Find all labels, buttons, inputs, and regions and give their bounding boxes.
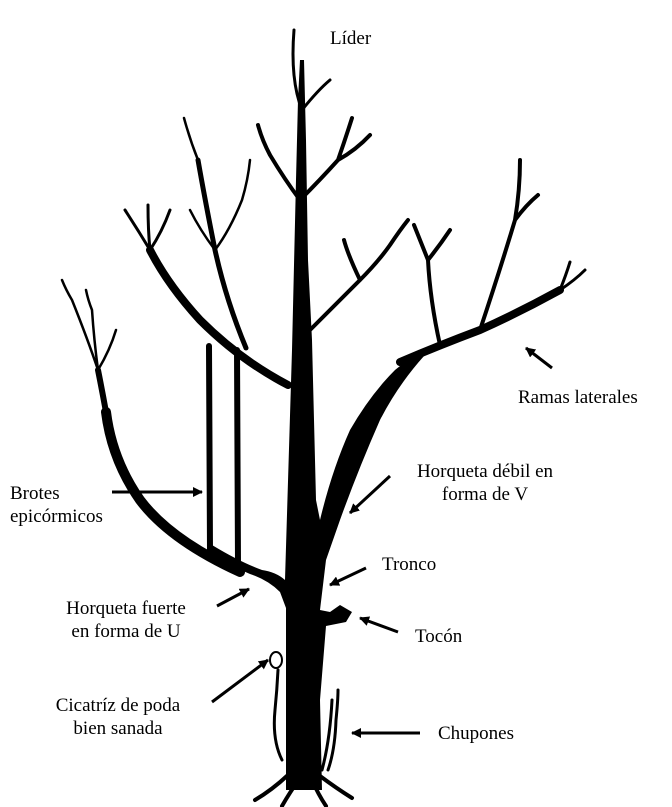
label-line: epicórmicos — [10, 505, 103, 528]
label-line: Cicatríz de poda — [28, 694, 208, 717]
label-tronco: Tronco — [382, 553, 436, 576]
label-lider: Líder — [330, 27, 371, 50]
label-line: Horqueta fuerte — [36, 597, 216, 620]
label-brotes-epicormicos: Brotes epicórmicos — [10, 482, 103, 528]
arrow-ramas-laterales — [526, 348, 552, 368]
label-horqueta-fuerte: Horqueta fuerte en forma de U — [36, 597, 216, 643]
arrow-tocon — [360, 618, 398, 632]
arrow-cicatriz — [212, 660, 268, 702]
label-tocon: Tocón — [415, 625, 462, 648]
label-line: Horqueta débil en — [395, 460, 575, 483]
arrow-horqueta-debil — [350, 476, 390, 513]
label-line: Brotes — [10, 482, 103, 505]
arrow-horqueta-fuerte — [217, 589, 249, 606]
label-line: forma de V — [395, 483, 575, 506]
label-line: en forma de U — [36, 620, 216, 643]
epicormic-shoots — [209, 346, 238, 565]
label-horqueta-debil: Horqueta débil en forma de V — [395, 460, 575, 506]
label-ramas-laterales: Ramas laterales — [518, 386, 638, 409]
pruning-scar — [270, 652, 282, 668]
tree-illustration — [62, 30, 585, 806]
arrow-tronco — [330, 568, 366, 585]
label-cicatriz: Cicatríz de poda bien sanada — [28, 694, 208, 740]
label-chupones: Chupones — [438, 722, 514, 745]
label-line: bien sanada — [28, 717, 208, 740]
